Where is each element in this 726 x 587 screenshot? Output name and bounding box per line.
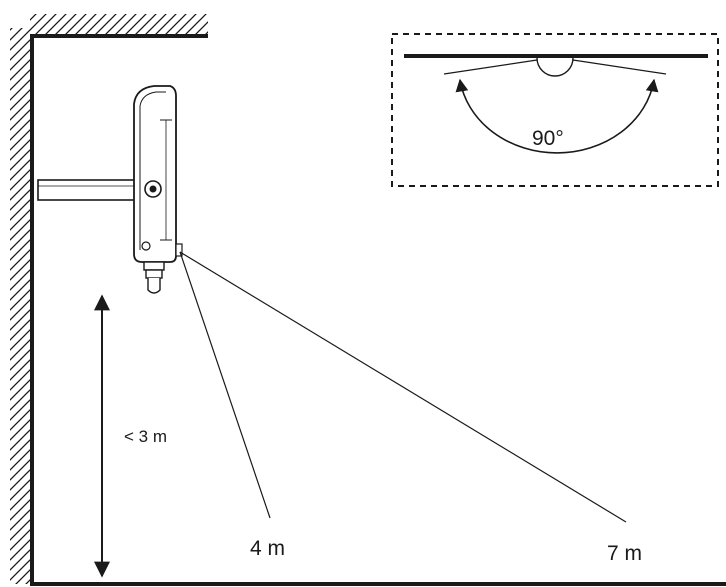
near-range-label: 4 m bbox=[250, 537, 286, 560]
detection-line-4m bbox=[179, 251, 271, 519]
mounting-height-label: < 3 m bbox=[124, 427, 167, 446]
wall-outline bbox=[30, 34, 726, 586]
sensor-dome-icon bbox=[536, 57, 574, 77]
detection-line-7m bbox=[179, 251, 627, 523]
pir-sensor bbox=[175, 243, 183, 257]
wall-hatching-vertical bbox=[10, 28, 30, 584]
detection-angle-label: 90° bbox=[532, 127, 564, 150]
far-range-label: 7 m bbox=[607, 542, 643, 565]
cable-gland bbox=[143, 261, 165, 294]
ceiling-hatching bbox=[30, 14, 208, 34]
floodlight-fixture bbox=[133, 85, 183, 294]
detection-angle-inset bbox=[391, 33, 719, 187]
wall bbox=[10, 14, 726, 586]
inset-dashed-frame bbox=[391, 33, 719, 187]
angle-arc bbox=[455, 78, 659, 154]
